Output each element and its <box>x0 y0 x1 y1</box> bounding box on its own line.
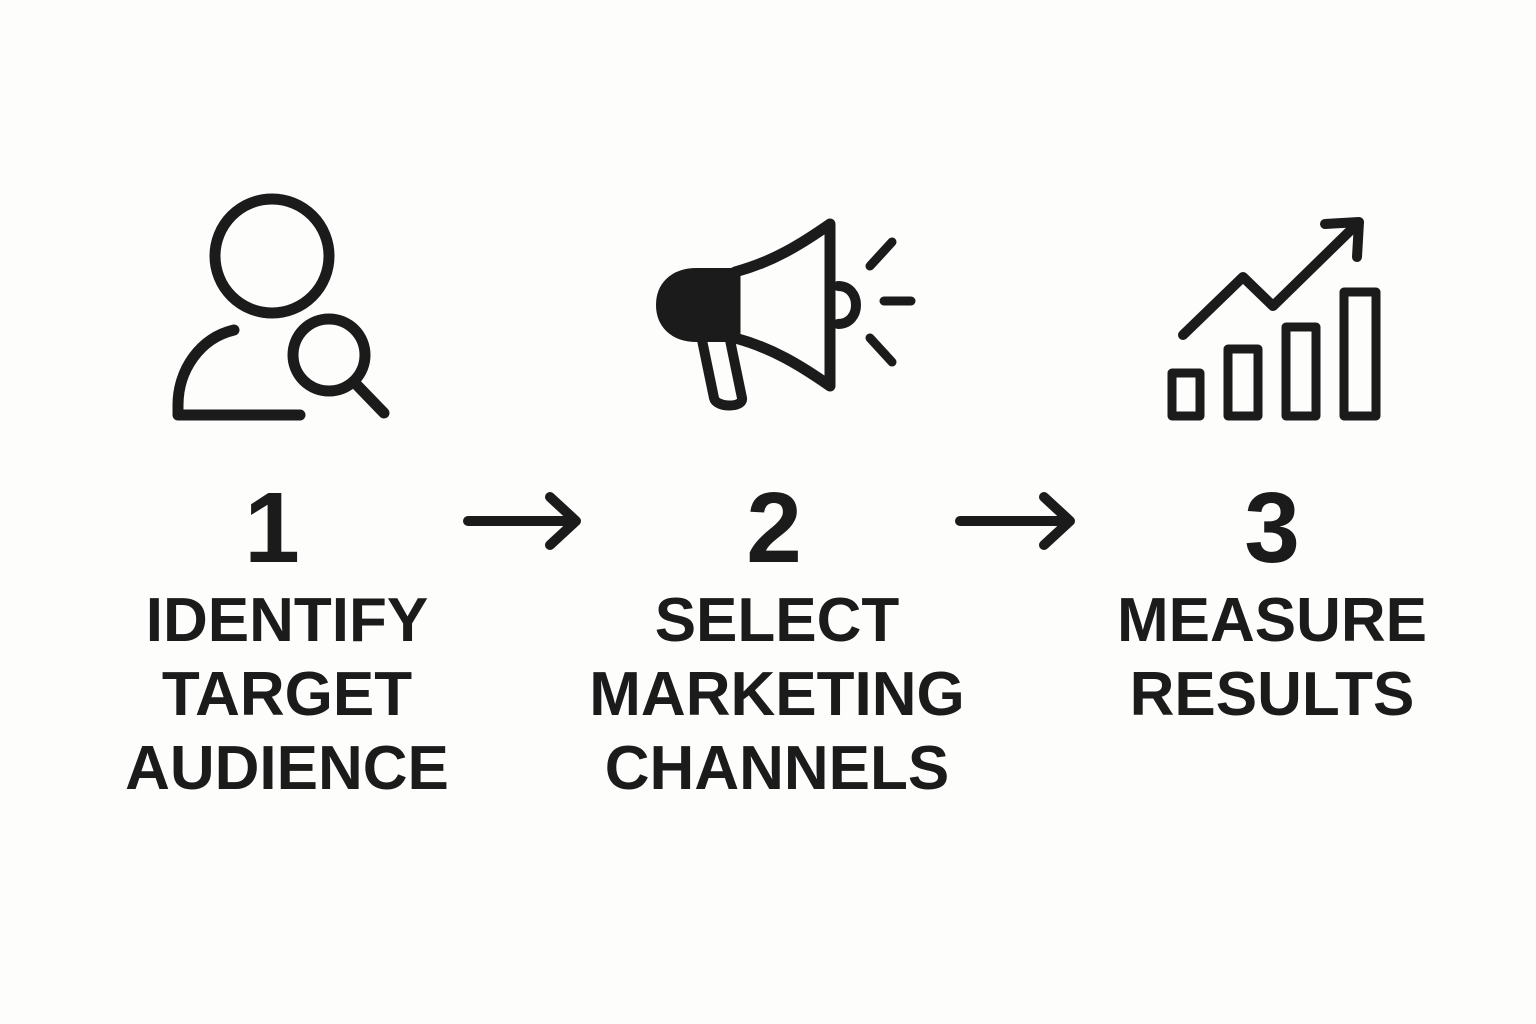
step-label: MEASURE RESULTS <box>1082 584 1462 732</box>
user-search-icon <box>172 193 390 421</box>
step-label-line: IDENTIFY <box>145 586 429 655</box>
step-number: 2 <box>746 472 802 584</box>
step-label-line: TARGET <box>161 660 413 729</box>
right-arrow-icon <box>463 492 581 550</box>
step-label-line: RESULTS <box>1129 660 1415 729</box>
step-label-line: MEASURE <box>1116 586 1428 655</box>
right-arrow-icon <box>955 492 1075 550</box>
step-number: 3 <box>1244 472 1300 584</box>
growth-chart-icon <box>1167 217 1381 421</box>
step-label-line: MARKETING <box>589 660 965 729</box>
step-label: IDENTIFY TARGET AUDIENCE <box>97 584 477 806</box>
step-label-line: SELECT <box>654 586 900 655</box>
step-label: SELECT MARKETING CHANNELS <box>587 584 967 806</box>
step-number: 1 <box>244 472 300 584</box>
step-label-line: CHANNELS <box>604 734 950 803</box>
megaphone-icon <box>656 218 916 411</box>
step-label-line: AUDIENCE <box>125 734 449 803</box>
